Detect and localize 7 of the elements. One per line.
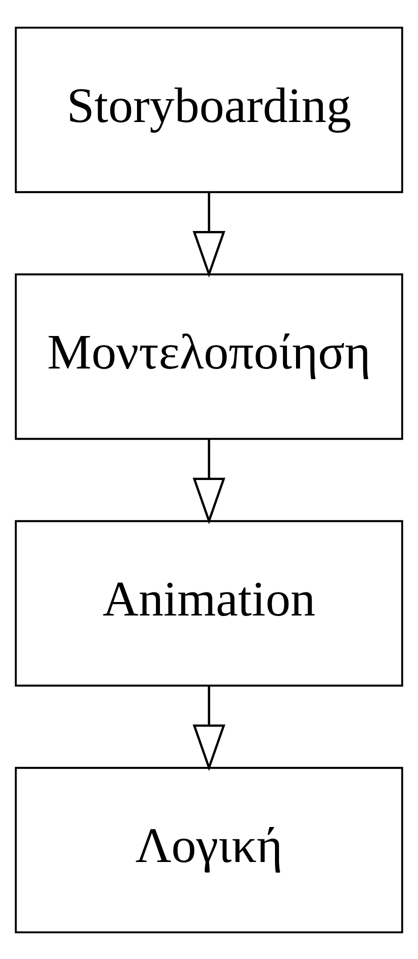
arrow — [192, 686, 226, 771]
node-box: Storyboarding — [14, 26, 404, 193]
arrow — [192, 438, 226, 524]
node-box: Μοντελοποίηση — [14, 272, 404, 440]
node-box: Λογική — [14, 766, 404, 933]
arrow — [192, 192, 226, 278]
node-box: Animation — [14, 520, 404, 686]
